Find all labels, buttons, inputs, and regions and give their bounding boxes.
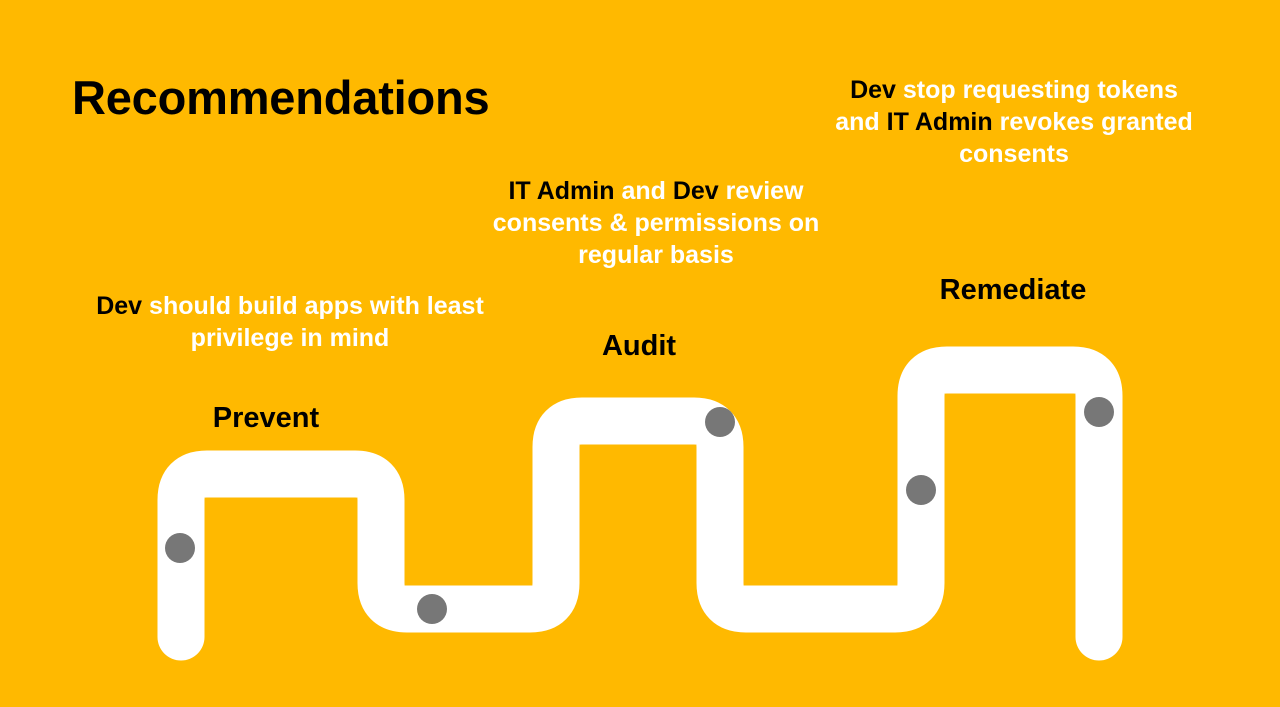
role-emphasis: IT Admin [886,108,993,136]
description-text: stop requesting tokens and [835,76,1178,136]
role-emphasis: Dev [96,292,143,320]
description-text: review consents & permissions on regular… [492,177,820,269]
marker-dot-1 [165,533,195,563]
stage-description-prevent: Dev should build apps with least privile… [92,290,488,354]
marker-dot-2 [417,594,447,624]
description-text: revokes granted consents [959,108,1193,168]
stage-description-audit: IT Admin and Dev review consents & permi… [472,175,840,271]
marker-dot-4 [906,475,936,505]
stage-label-audit: Audit [601,330,677,362]
stage-description-remediate: Dev stop requesting tokens and IT Admin … [834,74,1194,170]
stage-label-remediate: Remediate [939,274,1087,306]
marker-dot-5 [1084,397,1114,427]
ribbon-path [157,346,1123,661]
role-emphasis: IT Admin [508,177,615,205]
marker-dot-3 [705,407,735,437]
role-emphasis: Dev [672,177,719,205]
stage-label-prevent: Prevent [212,402,320,434]
description-text: should build apps with least privilege i… [142,292,484,352]
description-text: and [614,177,673,205]
page-title: Recommendations [72,71,490,125]
role-emphasis: Dev [850,76,896,104]
